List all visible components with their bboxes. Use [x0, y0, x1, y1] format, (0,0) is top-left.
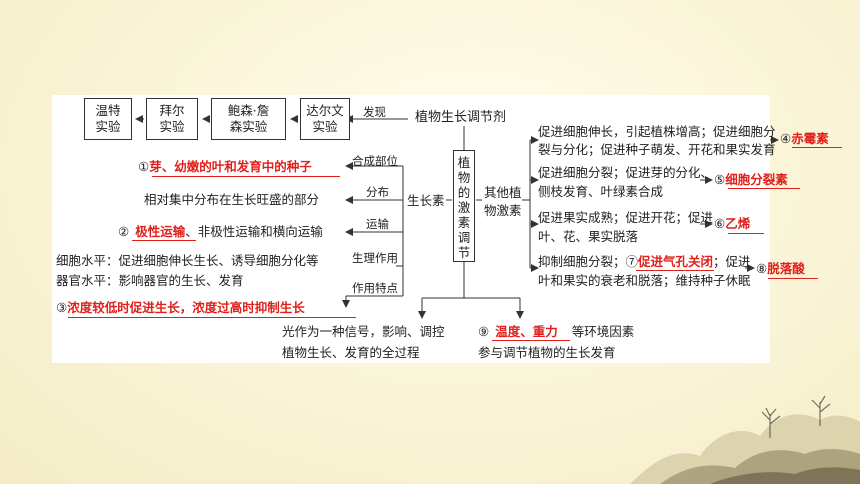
- feature-label: 作用特点: [352, 281, 398, 295]
- physiology-line2: 器官水平：影响器官的生长、发育: [56, 273, 244, 288]
- light-line2: 植物生长、发育的全过程: [282, 345, 420, 360]
- transport-num: ②: [118, 224, 130, 239]
- gibberellin-num: ④: [780, 131, 792, 146]
- aba-line2: 叶和果实的衰老和脱落；维持种子休眠: [538, 273, 751, 288]
- box-darwin-experiment: 达尔文 实验: [300, 98, 350, 140]
- stomata-answer: 促进气孔关闭: [638, 254, 714, 269]
- aba-line1-prefix: 抑制细胞分裂；: [538, 254, 626, 269]
- synthesis-row: ①芽、幼嫩的叶和发育中的种子: [138, 159, 312, 175]
- aba-row: ⑧脱落酸: [756, 261, 805, 277]
- ethylene-underline: [728, 233, 764, 234]
- box-bayliss-experiment: 拜尔 实验: [146, 98, 198, 140]
- gibberellin-line2: 裂与分化；促进种子萌发、开花和果实发育: [538, 142, 776, 157]
- cytokinin-line2: 侧枝发育、叶绿素合成: [538, 184, 664, 199]
- synthesis-num: ①: [138, 159, 150, 174]
- center-box-text: 植物的激素调节: [457, 155, 471, 260]
- env-row: ⑨ 温度、重力等环境因素: [478, 324, 634, 340]
- ethylene-line2: 叶、花、果实脱落: [538, 229, 639, 244]
- transport-underline: [132, 240, 196, 241]
- transport-label: 运输: [366, 217, 389, 231]
- gibberellin-line1: 促进细胞伸长，引起植株增高；促进细胞分: [538, 124, 776, 139]
- env-underline: [492, 340, 570, 341]
- physiology-line1: 细胞水平：促进细胞伸长生长、诱导细胞分化等: [56, 253, 319, 268]
- center-title: 植物生长调节剂: [415, 110, 507, 125]
- cytokinin-line1: 促进细胞分裂；促进芽的分化、: [538, 165, 714, 180]
- feature-num: ③: [56, 300, 68, 315]
- stomata-num: ⑦: [625, 254, 639, 269]
- distribution-text: 相对集中分布在生长旺盛的部分: [144, 192, 320, 207]
- cytokinin-underline: [728, 188, 800, 189]
- feature-answer: 浓度较低时促进生长，浓度过高时抑制生长: [67, 300, 305, 315]
- center-box: 植物的激素调节: [453, 150, 475, 262]
- gibberellin-row: ④赤霉素: [780, 131, 829, 147]
- landscape-decoration: [630, 395, 860, 484]
- synthesis-underline: [152, 176, 340, 177]
- gibberellin-underline: [792, 147, 842, 148]
- env-suffix: 等环境因素: [571, 324, 635, 339]
- synthesis-answer: 芽、幼嫩的叶和发育中的种子: [149, 159, 312, 174]
- box-boysen-jensen-experiment: 鲍森·詹 森实验: [211, 98, 286, 140]
- light-line1: 光作为一种信号，影响、调控: [282, 324, 445, 339]
- auxin-label: 生长素: [407, 193, 445, 208]
- gibberellin-answer: 赤霉素: [791, 131, 829, 146]
- other-hormones-label: 其他植 物激素: [484, 185, 522, 218]
- box-went-experiment: 温特 实验: [84, 98, 132, 140]
- cytokinin-row: ⑤细胞分裂素: [714, 172, 788, 188]
- feature-underline: [68, 317, 356, 318]
- aba-underline: [768, 278, 818, 279]
- cytokinin-answer: 细胞分裂素: [725, 172, 788, 187]
- aba-answer: 脱落酸: [767, 261, 805, 276]
- cytokinin-num: ⑤: [714, 172, 726, 187]
- physiology-label: 生理作用: [352, 251, 398, 265]
- feature-row: ③浓度较低时促进生长，浓度过高时抑制生长: [56, 300, 305, 316]
- distribution-label: 分布: [366, 185, 389, 199]
- discovery-label: 发现: [363, 105, 386, 119]
- ethylene-answer: 乙烯: [725, 216, 751, 231]
- aba-line1-suffix: ；促进: [713, 254, 751, 269]
- transport-suffix: 、非极性运输和横向运输: [185, 224, 323, 239]
- env-num: ⑨: [478, 324, 490, 339]
- env-answer: 温度、重力: [495, 324, 558, 339]
- transport-row: ② 极性运输、非极性运输和横向运输: [118, 224, 323, 240]
- aba-line1: 抑制细胞分裂；⑦促进气孔关闭；促进: [538, 254, 751, 270]
- ethylene-line1: 促进果实成熟；促进开花；促进: [538, 210, 714, 225]
- aba-num: ⑧: [756, 261, 768, 276]
- ethylene-num: ⑥: [714, 216, 726, 231]
- ethylene-row: ⑥乙烯: [714, 216, 750, 232]
- transport-answer: 极性运输: [135, 224, 186, 239]
- env-line2: 参与调节植物的生长发育: [478, 345, 616, 360]
- synthesis-label: 合成部位: [352, 154, 398, 168]
- stomata-underline: [636, 270, 714, 271]
